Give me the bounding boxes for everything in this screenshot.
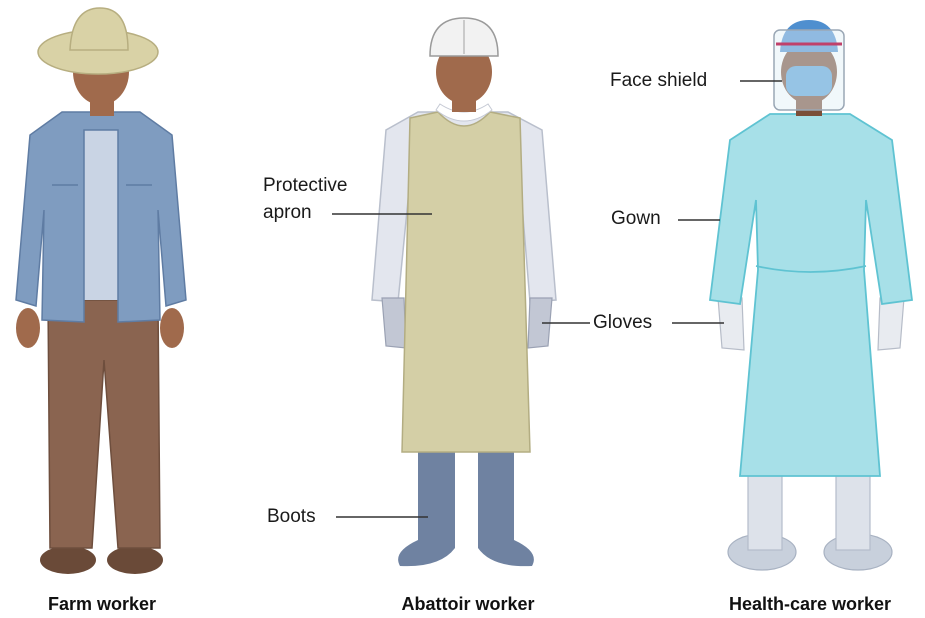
caption-abattoir-worker: Abattoir worker [368,594,568,615]
callout-protective-apron-line2: apron [263,201,312,225]
abattoir-apron [402,112,530,452]
caption-health-care-worker: Health-care worker [698,594,922,615]
callout-gown: Gown [611,207,661,231]
callout-gloves: Gloves [593,311,652,335]
callout-face-shield: Face shield [610,69,707,93]
callout-boots: Boots [267,505,316,529]
hc-right-leg [836,470,870,550]
farm-shirt [78,120,124,300]
farm-right-shoe [107,546,163,574]
hc-left-glove [718,298,744,350]
hc-gown [710,114,912,476]
farm-right-hand [160,308,184,348]
abattoir-worker-figure [372,18,556,566]
farm-trousers [48,300,160,548]
caption-farm-worker: Farm worker [22,594,182,615]
hc-left-leg [748,470,782,550]
abattoir-left-glove [382,298,406,348]
farm-worker-figure [16,8,186,574]
callout-protective-apron-line1: Protective [263,174,347,198]
face-shield [774,30,844,110]
abattoir-right-boot [478,450,534,566]
abattoir-left-boot [398,450,455,566]
hc-right-glove [878,298,904,350]
health-care-worker-figure [710,20,912,570]
farm-hat-crown [70,8,128,50]
farm-left-shoe [40,546,96,574]
farm-left-hand [16,308,40,348]
